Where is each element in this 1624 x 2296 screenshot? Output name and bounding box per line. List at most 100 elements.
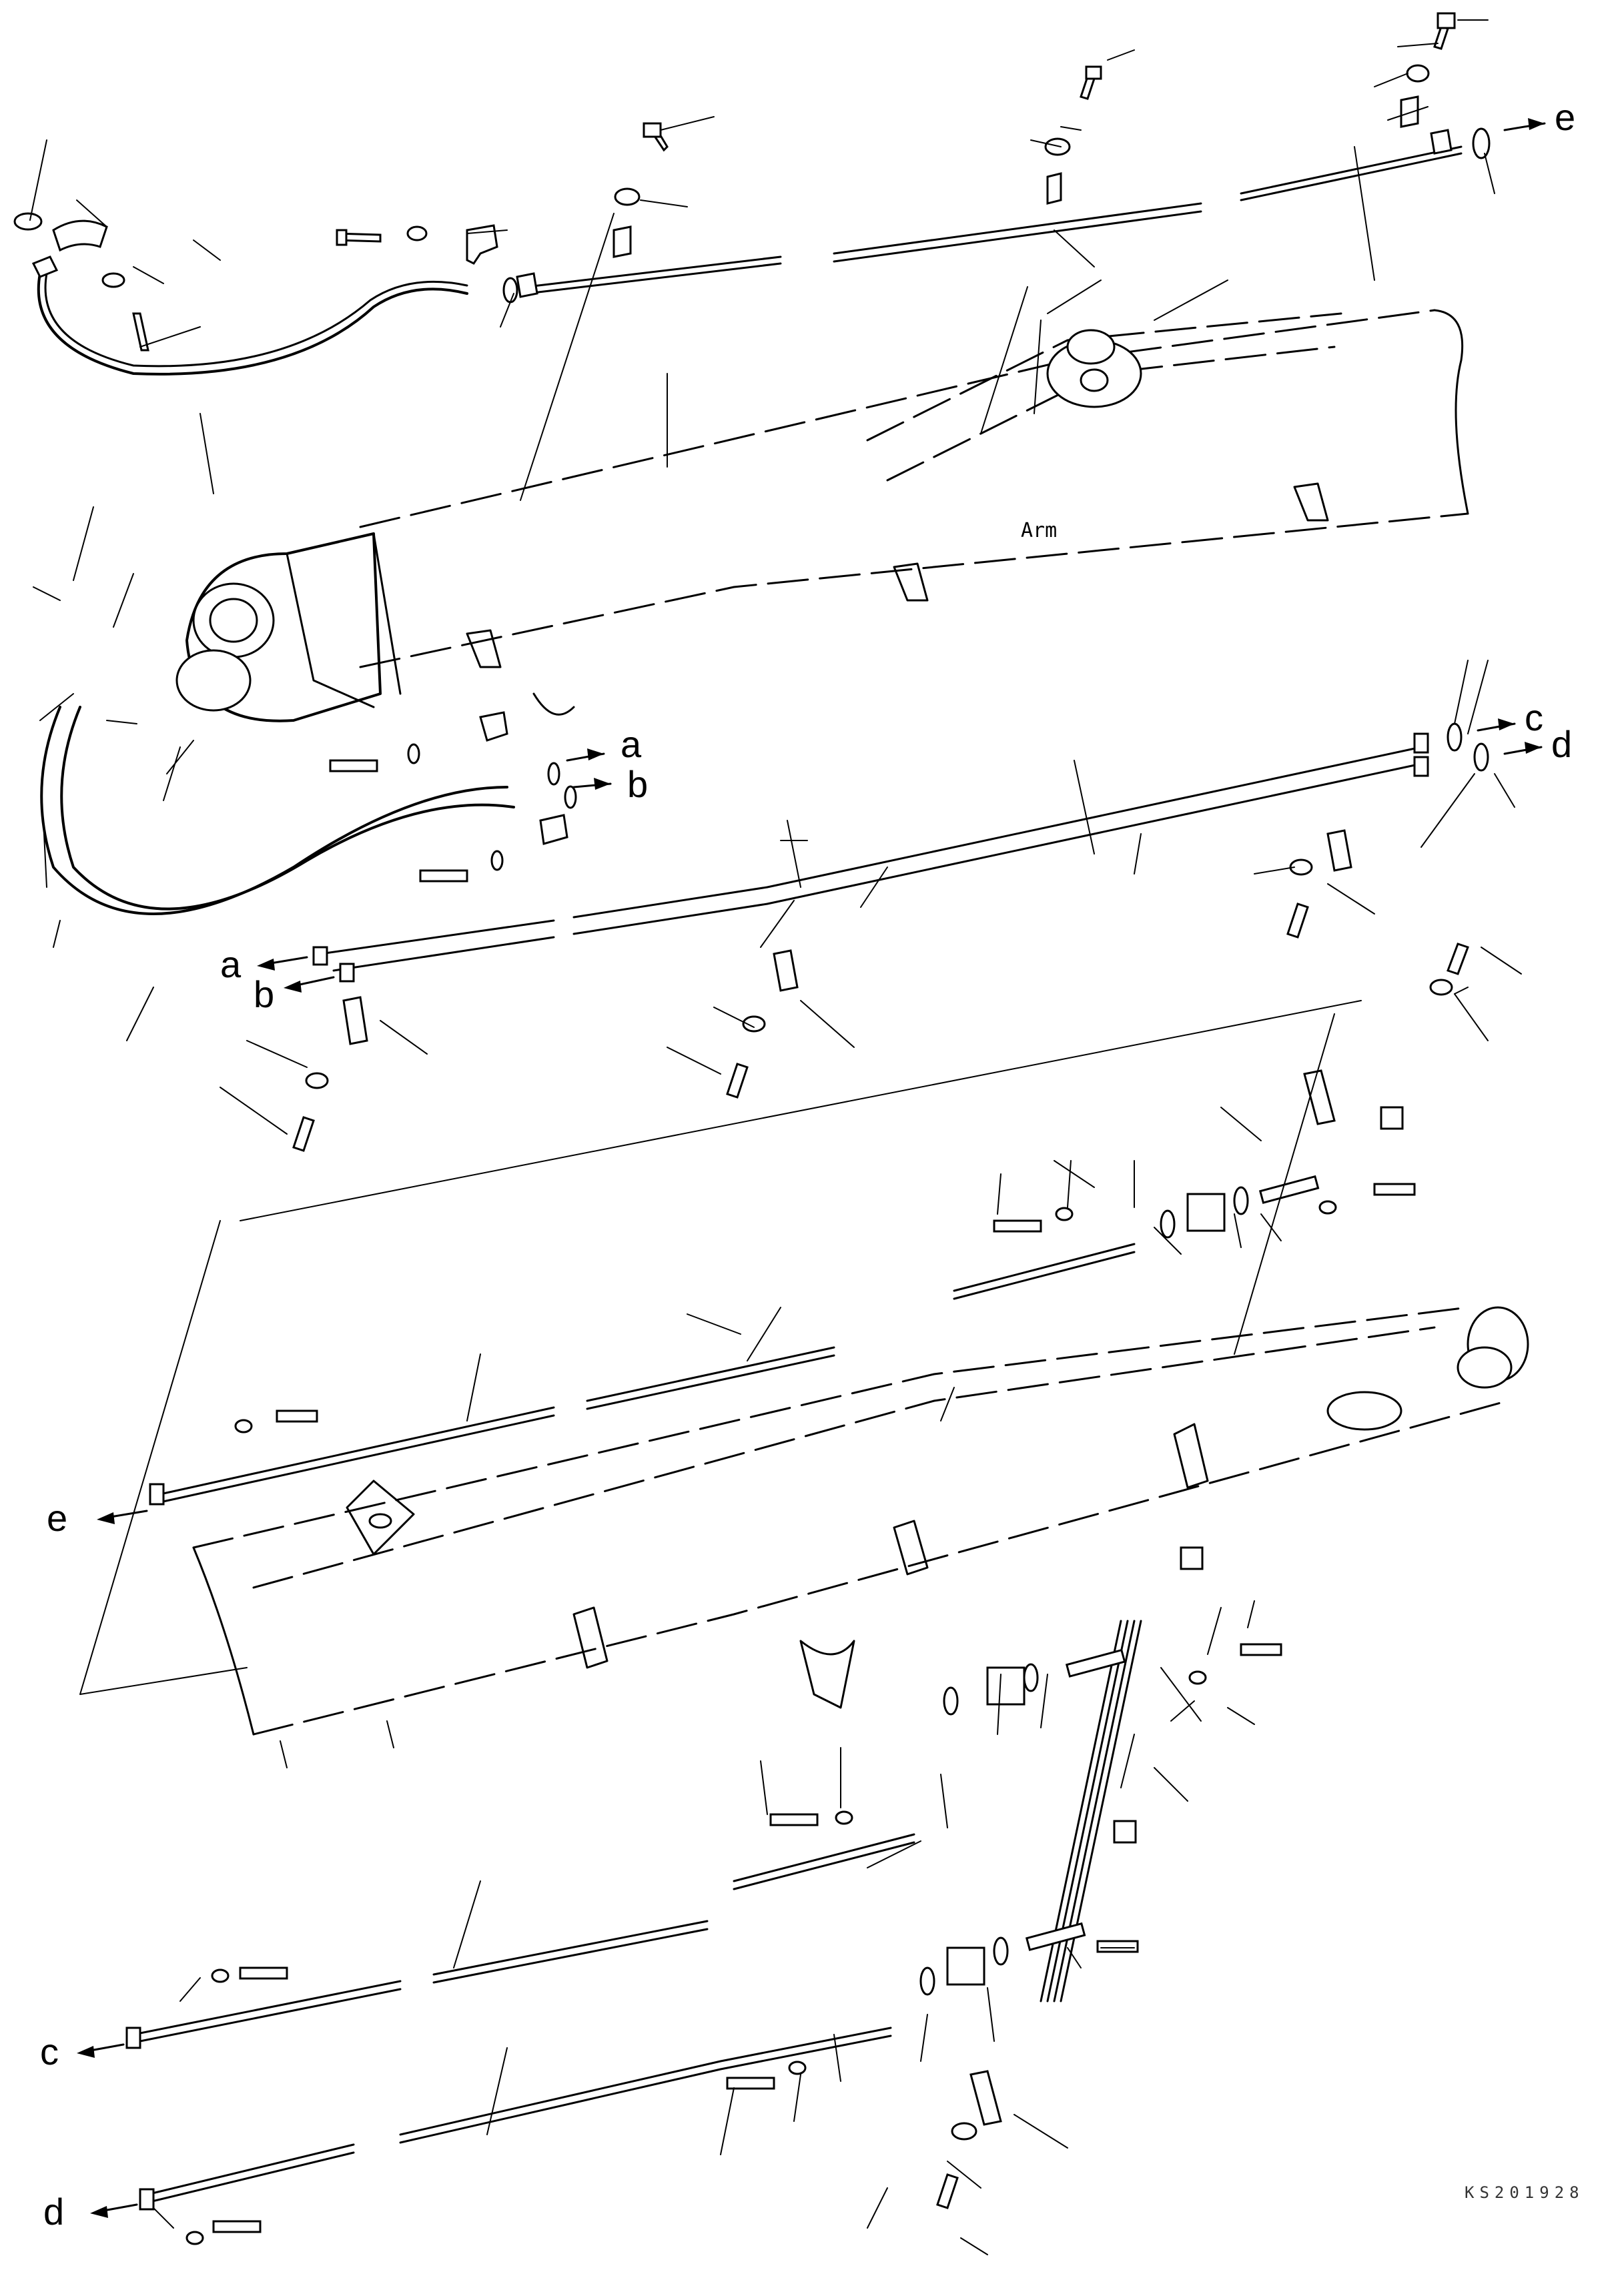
block-icon [986,1666,1026,1706]
arrow-left-icon [257,959,275,971]
cap-icon [1180,1546,1204,1570]
bolt-icon [292,1116,315,1152]
adapter-icon [1065,1648,1126,1678]
elbow-fitting-icon [466,224,498,265]
washer-icon [185,2231,204,2245]
washer-icon [1044,137,1071,156]
bolt-icon [936,2173,959,2209]
drawing-code: KS201928 [1465,2183,1585,2202]
bolt-icon [1433,25,1449,50]
block-icon [1186,1193,1226,1232]
washer-icon [1406,64,1430,83]
o-ring-icon [1473,742,1489,772]
bolt-icon [1373,1183,1416,1196]
o-ring-icon [1160,1209,1176,1239]
fitting-icon [1413,732,1429,754]
bolt-icon [239,1966,288,1980]
connection-label-c: c [40,2031,59,2073]
clamp-icon [1400,95,1419,128]
washer-icon [742,1015,766,1033]
bolt-icon [1096,1940,1139,1953]
bolt-icon [1085,65,1102,80]
cap-icon [1113,1820,1137,1844]
bolt-icon [132,312,149,352]
fitting-icon [1413,756,1429,777]
arrow-left-icon [97,1512,115,1524]
o-ring-icon [502,277,518,304]
o-ring-icon [943,1686,959,1716]
o-ring-icon [1472,127,1491,159]
bolt-icon [769,1813,819,1826]
cap-icon [1380,1106,1404,1130]
lower-hardware [185,943,1469,2245]
arrow-right-icon [594,778,611,790]
bolt-icon [419,869,468,883]
clamp-icon [613,225,632,258]
lower-boom-body [192,1306,1529,1768]
bolt-icon [1240,1643,1282,1656]
upper-arm-body: Arm [175,309,1469,722]
washer-icon [101,272,125,288]
washer-icon [1318,1200,1337,1215]
connection-label-e: e [47,1497,67,1539]
bolt-icon [726,2077,775,2090]
fitting-icon [31,255,59,278]
elbow-fitting-icon [539,814,568,845]
arrow-left-icon [284,981,302,993]
arrow-left-icon [77,2046,95,2058]
arrow-right-icon [1525,742,1541,754]
fitting-icon [339,963,355,983]
bolt-icon [993,1219,1042,1233]
washer-icon [13,212,43,231]
bolt-icon [336,229,348,246]
washer-icon [614,187,641,206]
washer-icon [305,1072,329,1089]
upper-hose [37,145,1463,376]
middle-hoses [40,706,1489,1152]
clamp-icon [1046,172,1062,205]
connection-label-b: b [627,763,648,805]
bolt-icon [329,759,378,772]
washer-icon [1188,1670,1207,1685]
nut-icon [516,272,538,298]
clamp-icon [1303,1069,1336,1125]
o-ring-icon [490,850,504,871]
fitting-icon [125,2027,141,2049]
bolt-icon [643,122,662,138]
washer-icon [406,225,428,241]
o-ring-icon [1023,1663,1039,1692]
washer-icon [211,1968,230,1983]
lower-pipes [125,1243,1142,2211]
o-ring-icon [919,1966,935,1996]
o-ring-icon [993,1936,1009,1966]
leader-lines [29,19,1522,2255]
arrow-left-icon [90,2206,108,2218]
arm-label: Arm [1021,519,1057,542]
clamp-icon [1326,829,1352,872]
washer-icon [1429,979,1453,996]
washer-icon [1055,1207,1074,1221]
arrow-right-icon [587,748,604,760]
arrow-right-icon [1498,718,1515,730]
o-ring-icon [1447,722,1463,752]
washer-icon [788,2061,807,2075]
connection-label-b: b [254,973,274,1015]
o-ring-icon [564,785,577,809]
bolt-icon [726,1063,749,1099]
bolt-icon [1080,75,1096,100]
o-ring-icon [407,743,420,764]
fitting-icon [149,1483,165,1506]
fitting-icon [312,946,328,966]
washer-icon [234,1419,253,1433]
bolt-icon [1447,943,1469,975]
adapter-icon [1258,1175,1320,1204]
connection-label-d: d [1551,723,1572,765]
bolt-icon [1437,12,1456,29]
bolt-icon [1286,903,1309,939]
fitting-icon [139,2188,155,2211]
clamp-icon [342,996,368,1045]
block-icon [946,1946,985,1986]
washer-icon [835,1810,853,1825]
connection-label-a: a [621,723,642,765]
